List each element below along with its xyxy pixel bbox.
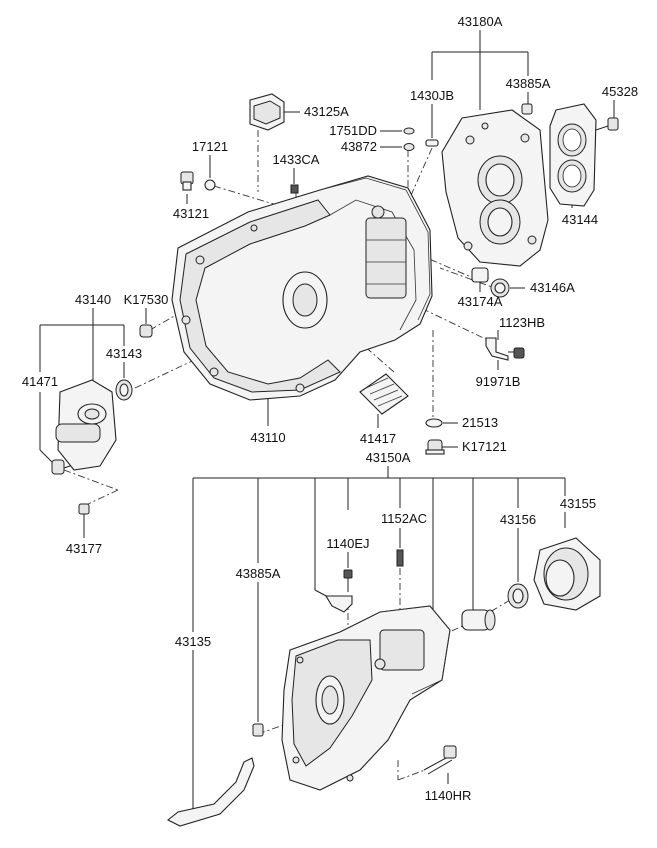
label-41471: 41471 <box>22 374 58 389</box>
label-41417: 41417 <box>360 431 396 446</box>
part-43177-illustration <box>78 503 90 518</box>
part-43885A-bottom-illustration <box>252 723 264 737</box>
part-43140-illustration <box>55 379 117 471</box>
part-1140EJ-illustration <box>325 569 353 613</box>
part-43135-illustration <box>166 757 255 827</box>
part-43125A-illustration <box>249 93 285 131</box>
label-43143: 43143 <box>106 346 142 361</box>
part-43156-illustration <box>507 583 529 609</box>
parts <box>51 93 619 827</box>
label-43174A: 43174A <box>458 294 503 309</box>
part-45328-illustration <box>595 117 619 131</box>
label-21513: 21513 <box>462 415 498 430</box>
part-1751DD-illustration <box>403 127 415 135</box>
label-43180A: 43180A <box>458 14 503 29</box>
label-1152AC: 1152AC <box>381 511 427 526</box>
part-41417-illustration <box>359 373 409 415</box>
part-K17530-illustration <box>139 324 153 338</box>
part-43146A-illustration <box>490 278 510 298</box>
part-labels: 43180A 1430JB 43885A 45328 43125A 1751DD… <box>22 14 638 803</box>
label-1140HR: 1140HR <box>425 788 472 803</box>
label-1433CA: 1433CA <box>273 152 320 167</box>
part-43150A-illustration <box>281 605 451 791</box>
label-K17530: K17530 <box>124 292 169 307</box>
part-1430JB-illustration <box>425 139 439 147</box>
part-43872-illustration <box>403 143 415 151</box>
label-43144: 43144 <box>562 212 598 227</box>
part-43155-illustration <box>533 537 601 611</box>
part-43144-illustration <box>549 103 597 207</box>
label-17121: 17121 <box>192 139 228 154</box>
label-K17121: K17121 <box>462 439 507 454</box>
part-bushing-illustration <box>461 609 496 631</box>
label-43156: 43156 <box>500 512 536 527</box>
part-43143-illustration <box>115 379 133 401</box>
label-43885A-top: 43885A <box>506 76 551 91</box>
label-43872: 43872 <box>341 139 377 154</box>
label-91971B: 91971B <box>476 374 521 389</box>
part-1433CA-illustration <box>290 184 299 194</box>
label-43110: 43110 <box>250 430 285 445</box>
part-41471-illustration <box>51 459 71 475</box>
part-1123HB-illustration <box>508 347 525 359</box>
part-17121-illustration <box>204 179 216 191</box>
label-45328: 45328 <box>602 84 638 99</box>
label-1751DD: 1751DD <box>329 123 377 138</box>
label-43146A: 43146A <box>530 280 575 295</box>
label-43125A: 43125A <box>304 104 349 119</box>
part-91971B-illustration <box>485 337 509 361</box>
label-1123HB: 1123HB <box>499 315 545 330</box>
part-43180A-illustration <box>441 109 549 267</box>
part-21513-illustration <box>425 418 443 428</box>
label-43150A: 43150A <box>366 450 411 465</box>
label-43140: 43140 <box>75 292 111 307</box>
part-1140HR-illustration <box>423 745 457 775</box>
label-43121: 43121 <box>173 206 209 221</box>
label-43155: 43155 <box>560 496 596 511</box>
part-43885A-top-illustration <box>521 103 533 115</box>
label-43885A-bottom: 43885A <box>236 566 281 581</box>
label-1140EJ: 1140EJ <box>326 536 369 551</box>
part-1152AC-illustration <box>396 549 404 567</box>
part-43121-illustration <box>180 171 194 191</box>
part-43174A-illustration <box>471 267 489 283</box>
label-43177: 43177 <box>66 541 102 556</box>
part-K17121-illustration <box>425 439 445 455</box>
part-43110-illustration <box>171 175 433 401</box>
leader-lines <box>39 30 615 816</box>
label-1430JB: 1430JB <box>410 88 454 103</box>
label-43135: 43135 <box>175 634 211 649</box>
